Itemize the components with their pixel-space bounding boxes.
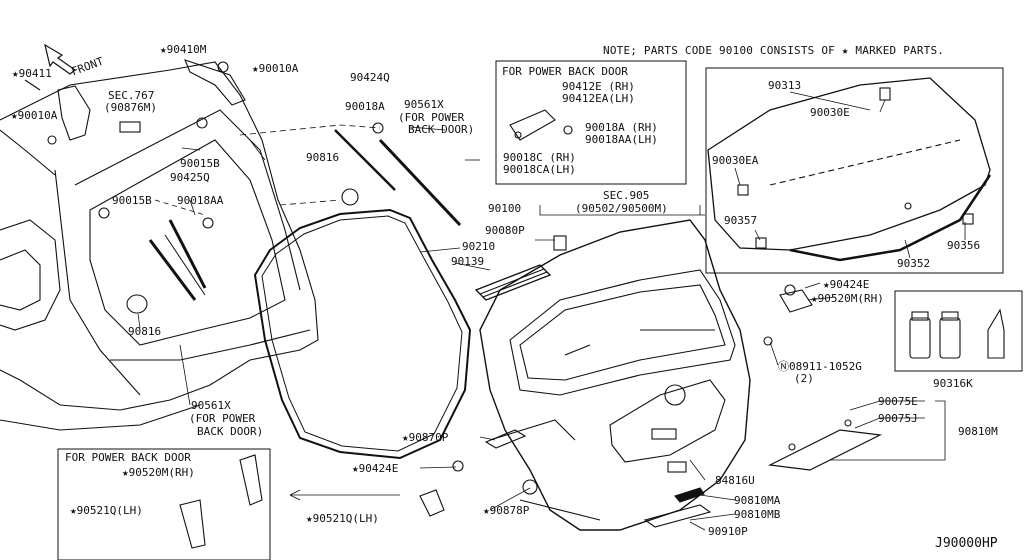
power-door-box (495, 60, 687, 185)
hinge-parts (47, 59, 462, 229)
part-90561X-bottom-sub2: BACK DOOR) (197, 425, 264, 438)
part-90100[interactable]: 90100 (488, 202, 522, 215)
power-door-box-bottom (57, 448, 271, 560)
part-90424Q[interactable]: 90424Q (350, 71, 390, 84)
part-90521Q-box[interactable]: ★90521Q(LH) (70, 504, 143, 517)
part-90411[interactable]: ★90411 (12, 67, 52, 80)
part-90412EA[interactable]: 90412EA(LH) (562, 92, 635, 105)
part-90356[interactable]: 90356 (947, 239, 981, 252)
leader-lines (137, 91, 966, 531)
power-door-stay-icon (509, 109, 556, 141)
section-767-ref: (90876M) (104, 101, 157, 114)
part-90810M[interactable]: 90810M (958, 425, 998, 438)
vehicle-body (0, 61, 319, 431)
part-90015B-a[interactable]: 90015B (180, 157, 220, 170)
part-90816-b[interactable]: 90816 (128, 325, 162, 338)
part-90810MB[interactable]: 90810MB (734, 508, 781, 521)
part-90357[interactable]: 90357 (724, 214, 758, 227)
part-90313[interactable]: 90313 (768, 79, 802, 92)
section-767-label: SEC.767 (108, 89, 155, 102)
part-90015B-b[interactable]: 90015B (112, 194, 152, 207)
section-905-ref: (90502/90500M) (575, 202, 668, 215)
part-90018AA[interactable]: 90018AA (177, 194, 224, 207)
part-90561X-top-sub1: (FOR POWER (398, 111, 465, 124)
part-90352[interactable]: 90352 (897, 257, 931, 270)
part-90018A-rh[interactable]: 90018A (RH) (585, 121, 658, 134)
part-90424E-left[interactable]: ★90424E (352, 462, 399, 475)
part-08911-qty: (2) (794, 372, 814, 385)
part-90030E[interactable]: 90030E (810, 106, 850, 119)
part-90410M[interactable]: ★90410M (160, 43, 207, 56)
part-84816U[interactable]: 84816U (715, 474, 755, 487)
parts-note: NOTE; PARTS CODE 90100 CONSISTS OF ★ MAR… (603, 44, 945, 57)
part-90316K[interactable]: 90316K (933, 377, 973, 390)
part-90561X-bottom-sub1: (FOR POWER (189, 412, 256, 425)
part-90561X-top[interactable]: 90561X (404, 98, 444, 111)
part-90018CA[interactable]: 90018CA(LH) (503, 163, 576, 176)
part-90521Q-mid[interactable]: ★90521Q(LH) (306, 512, 379, 525)
part-90010A-left[interactable]: ★90010A (11, 109, 58, 122)
part-90810MA[interactable]: 90810MA (734, 494, 781, 507)
part-90816-a[interactable]: 90816 (306, 151, 340, 164)
part-90561X-top-sub2: BACK DOOR) (408, 123, 475, 136)
power-door-box2-title: FOR POWER BACK DOOR (65, 451, 191, 464)
rear-glass (707, 77, 992, 262)
part-90080P[interactable]: 90080P (485, 224, 525, 237)
drawing-code: J90000HP (935, 536, 998, 551)
part-90870P[interactable]: ★90870P (402, 431, 449, 444)
part-90561X-bottom[interactable]: 90561X (191, 399, 231, 412)
power-door-box-title: FOR POWER BACK DOOR (502, 65, 628, 78)
part-90010A-top[interactable]: ★90010A (252, 62, 299, 75)
weatherstrip (253, 208, 472, 460)
part-90030EA[interactable]: 90030EA (712, 154, 759, 167)
part-90910P[interactable]: 90910P (708, 525, 748, 538)
kit-box (894, 290, 1023, 372)
rear-glass-box (705, 67, 1004, 274)
part-90878P[interactable]: ★90878P (483, 504, 530, 517)
part-90412E[interactable]: 90412E (RH) (562, 80, 635, 93)
part-90018C[interactable]: 90018C (RH) (503, 151, 576, 164)
part-08911-label: 08911-1052G (789, 360, 862, 373)
part-90018A[interactable]: 90018A (345, 100, 385, 113)
part-90139[interactable]: 90139 (451, 255, 485, 268)
part-90075J[interactable]: 90075J (878, 412, 918, 425)
small-parts (419, 235, 883, 528)
kit-bottles (909, 308, 1005, 359)
part-90210[interactable]: 90210 (462, 240, 496, 253)
part-90425Q[interactable]: 90425Q (170, 171, 210, 184)
part-90520M-box[interactable]: ★90520M(RH) (122, 466, 195, 479)
part-90424E-right[interactable]: ★90424E (823, 278, 870, 291)
part-90075E[interactable]: 90075E (878, 395, 918, 408)
section-905-label: SEC.905 (603, 189, 650, 202)
part-90018AA-lh[interactable]: 90018AA(LH) (585, 133, 658, 146)
back-door (479, 219, 751, 531)
part-90520M-right[interactable]: ★90520M(RH) (811, 292, 884, 305)
front-arrow-icon (44, 43, 76, 75)
part-08911-1052G[interactable]: Ⓝ08911-1052G (778, 361, 862, 373)
n-mark-icon: Ⓝ (778, 360, 789, 373)
